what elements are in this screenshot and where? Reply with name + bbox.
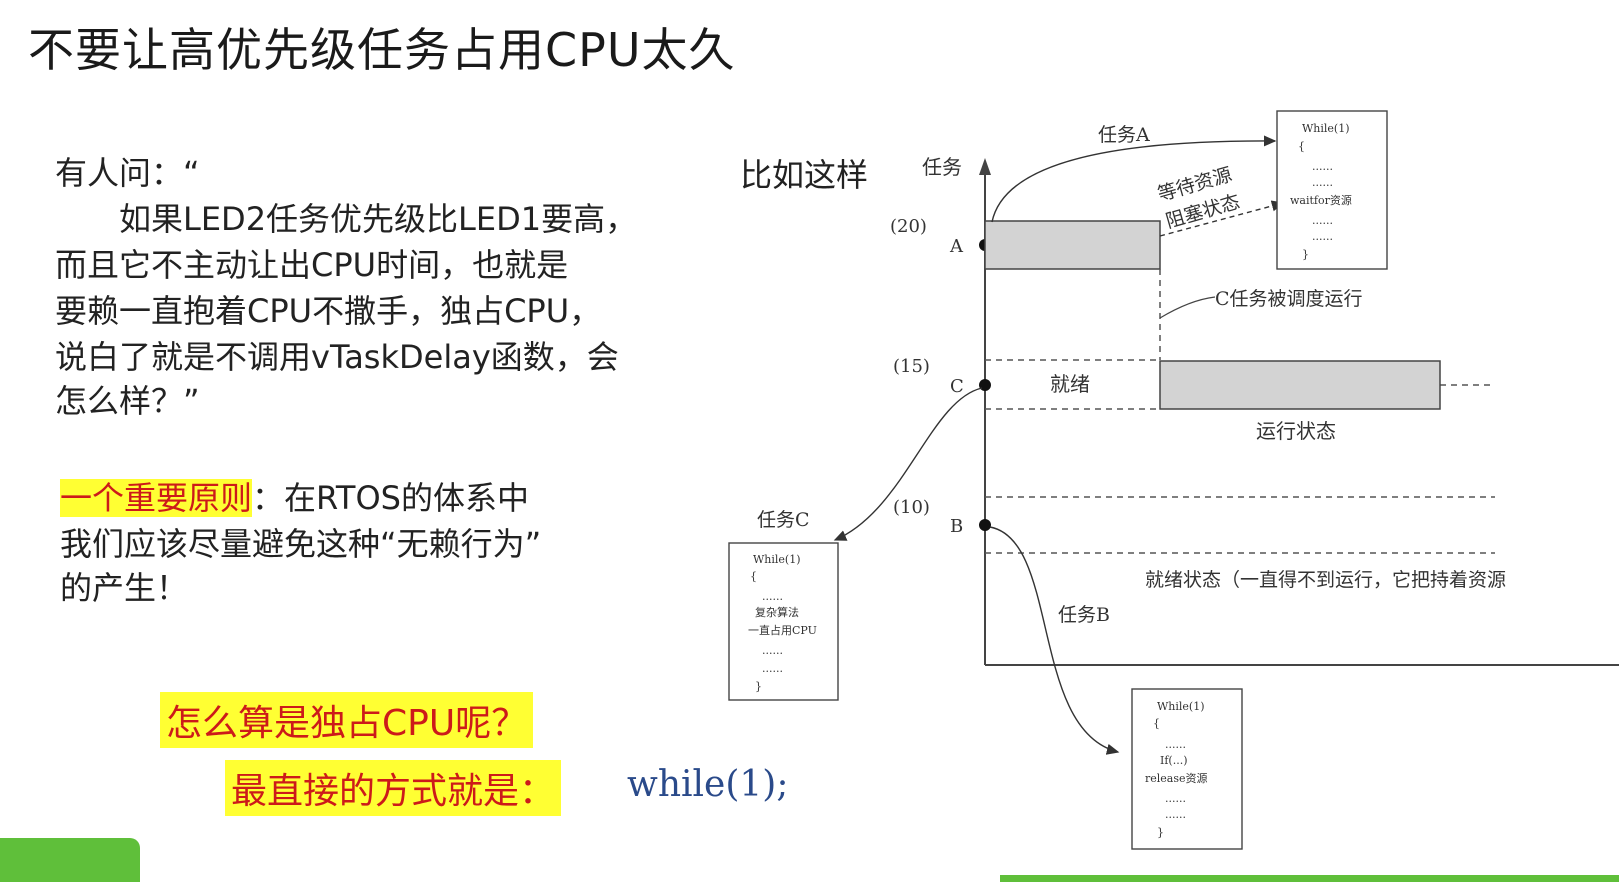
task-letter-a: A — [949, 236, 964, 257]
principle-line-1-rest: ：在RTOS的体系中 — [252, 479, 529, 517]
question-line-4: 要赖一直抱着CPU不撒手，独占CPU， — [55, 292, 602, 330]
footer-logo-shape — [0, 838, 140, 882]
y-axis-label: 任务 — [922, 155, 962, 179]
ready-label: 就绪 — [1050, 372, 1090, 396]
box-c-line: { — [750, 570, 757, 583]
task-c-arrow — [833, 387, 983, 541]
task-letter-c: C — [950, 376, 964, 397]
bottom-answer-label: 最直接的方式就是： — [225, 760, 562, 816]
box-a-line: While(1) — [1302, 122, 1350, 135]
question-line-1: 有人问：“ — [55, 154, 200, 192]
box-b-line: { — [1153, 717, 1160, 730]
bottom-answer-code: while(1); — [627, 764, 789, 805]
box-c-line: ...... — [762, 590, 783, 603]
task-b-label: 任务B — [1058, 604, 1110, 626]
wait-arrow — [1159, 200, 1285, 237]
c-scheduled-leader — [1159, 296, 1216, 319]
question-line-2: 如果LED2任务优先级比LED1要高， — [55, 200, 638, 238]
box-c-line: ...... — [762, 662, 783, 675]
principle-highlight: 一个重要原则 — [60, 479, 253, 517]
task-a-arrow — [991, 135, 1277, 223]
footer-green-line — [1000, 875, 1619, 882]
task-c-code-lines: While(1) { ...... 复杂算法 一直占用CPU ...... ..… — [748, 553, 817, 693]
box-a-line: { — [1298, 140, 1305, 153]
task-b-code-box — [1131, 688, 1243, 850]
running-label: 运行状态 — [1256, 419, 1336, 443]
dot-c — [979, 379, 991, 391]
box-b-line: release资源 — [1145, 771, 1208, 785]
dot-b — [979, 519, 991, 531]
priority-20: (20) — [890, 216, 927, 237]
principle-line-1: 一个重要原则：在RTOS的体系中 — [60, 475, 529, 521]
box-a-line: ...... — [1312, 214, 1333, 227]
bottom-question: 怎么算是独占CPU呢？ — [160, 692, 534, 748]
principle-line-2: 我们应该尽量避免这种“无赖行为” — [60, 525, 542, 563]
box-a-line: waitfor资源 — [1290, 193, 1352, 207]
box-c-line: 复杂算法 — [755, 605, 799, 619]
box-c-line: 一直占用CPU — [748, 623, 817, 637]
box-b-line: While(1) — [1157, 700, 1205, 713]
priority-10: (10) — [893, 497, 930, 518]
box-a-line: } — [1302, 248, 1309, 261]
task-c-label: 任务C — [757, 509, 810, 531]
task-c-code-box — [728, 542, 839, 701]
box-b-line: } — [1157, 826, 1164, 839]
principle-line-3: 的产生！ — [60, 569, 189, 607]
task-c-bar — [1159, 360, 1441, 410]
task-letter-b: B — [950, 516, 963, 537]
priority-15: (15) — [893, 356, 930, 377]
question-line-5: 说白了就是不调用vTaskDelay函数，会 — [55, 338, 619, 376]
box-c-line: While(1) — [753, 553, 801, 566]
box-b-line: ...... — [1165, 738, 1186, 751]
task-b-arrow — [989, 526, 1120, 755]
box-a-line: ...... — [1312, 160, 1333, 173]
y-axis-arrow-icon — [979, 158, 991, 175]
box-b-line: ...... — [1165, 792, 1186, 805]
question-line-3: 而且它不主动让出CPU时间，也就是 — [55, 246, 569, 284]
box-c-line: } — [755, 680, 762, 693]
task-a-code-lines: While(1) { ...... ...... waitfor资源 .....… — [1290, 122, 1352, 261]
task-b-code-lines: While(1) { ...... If(...) release资源 ....… — [1145, 700, 1208, 839]
box-b-line: ...... — [1165, 808, 1186, 821]
box-b-line: If(...) — [1160, 754, 1188, 767]
task-a-code-box — [1276, 110, 1388, 270]
page-title: 不要让高优先级任务占用CPU太久 — [28, 23, 736, 77]
b-ready-state-label: 就绪状态（一直得不到运行，它把持着资源 — [1145, 569, 1506, 591]
c-scheduled-label: C任务被调度运行 — [1215, 288, 1363, 310]
box-a-line: ...... — [1312, 176, 1333, 189]
example-label: 比如这样 — [740, 156, 869, 194]
task-a-bar — [984, 220, 1161, 270]
box-c-line: ...... — [762, 644, 783, 657]
task-a-label: 任务A — [1098, 124, 1150, 146]
question-line-6: 怎么样？” — [55, 382, 200, 420]
box-a-line: ...... — [1312, 230, 1333, 243]
